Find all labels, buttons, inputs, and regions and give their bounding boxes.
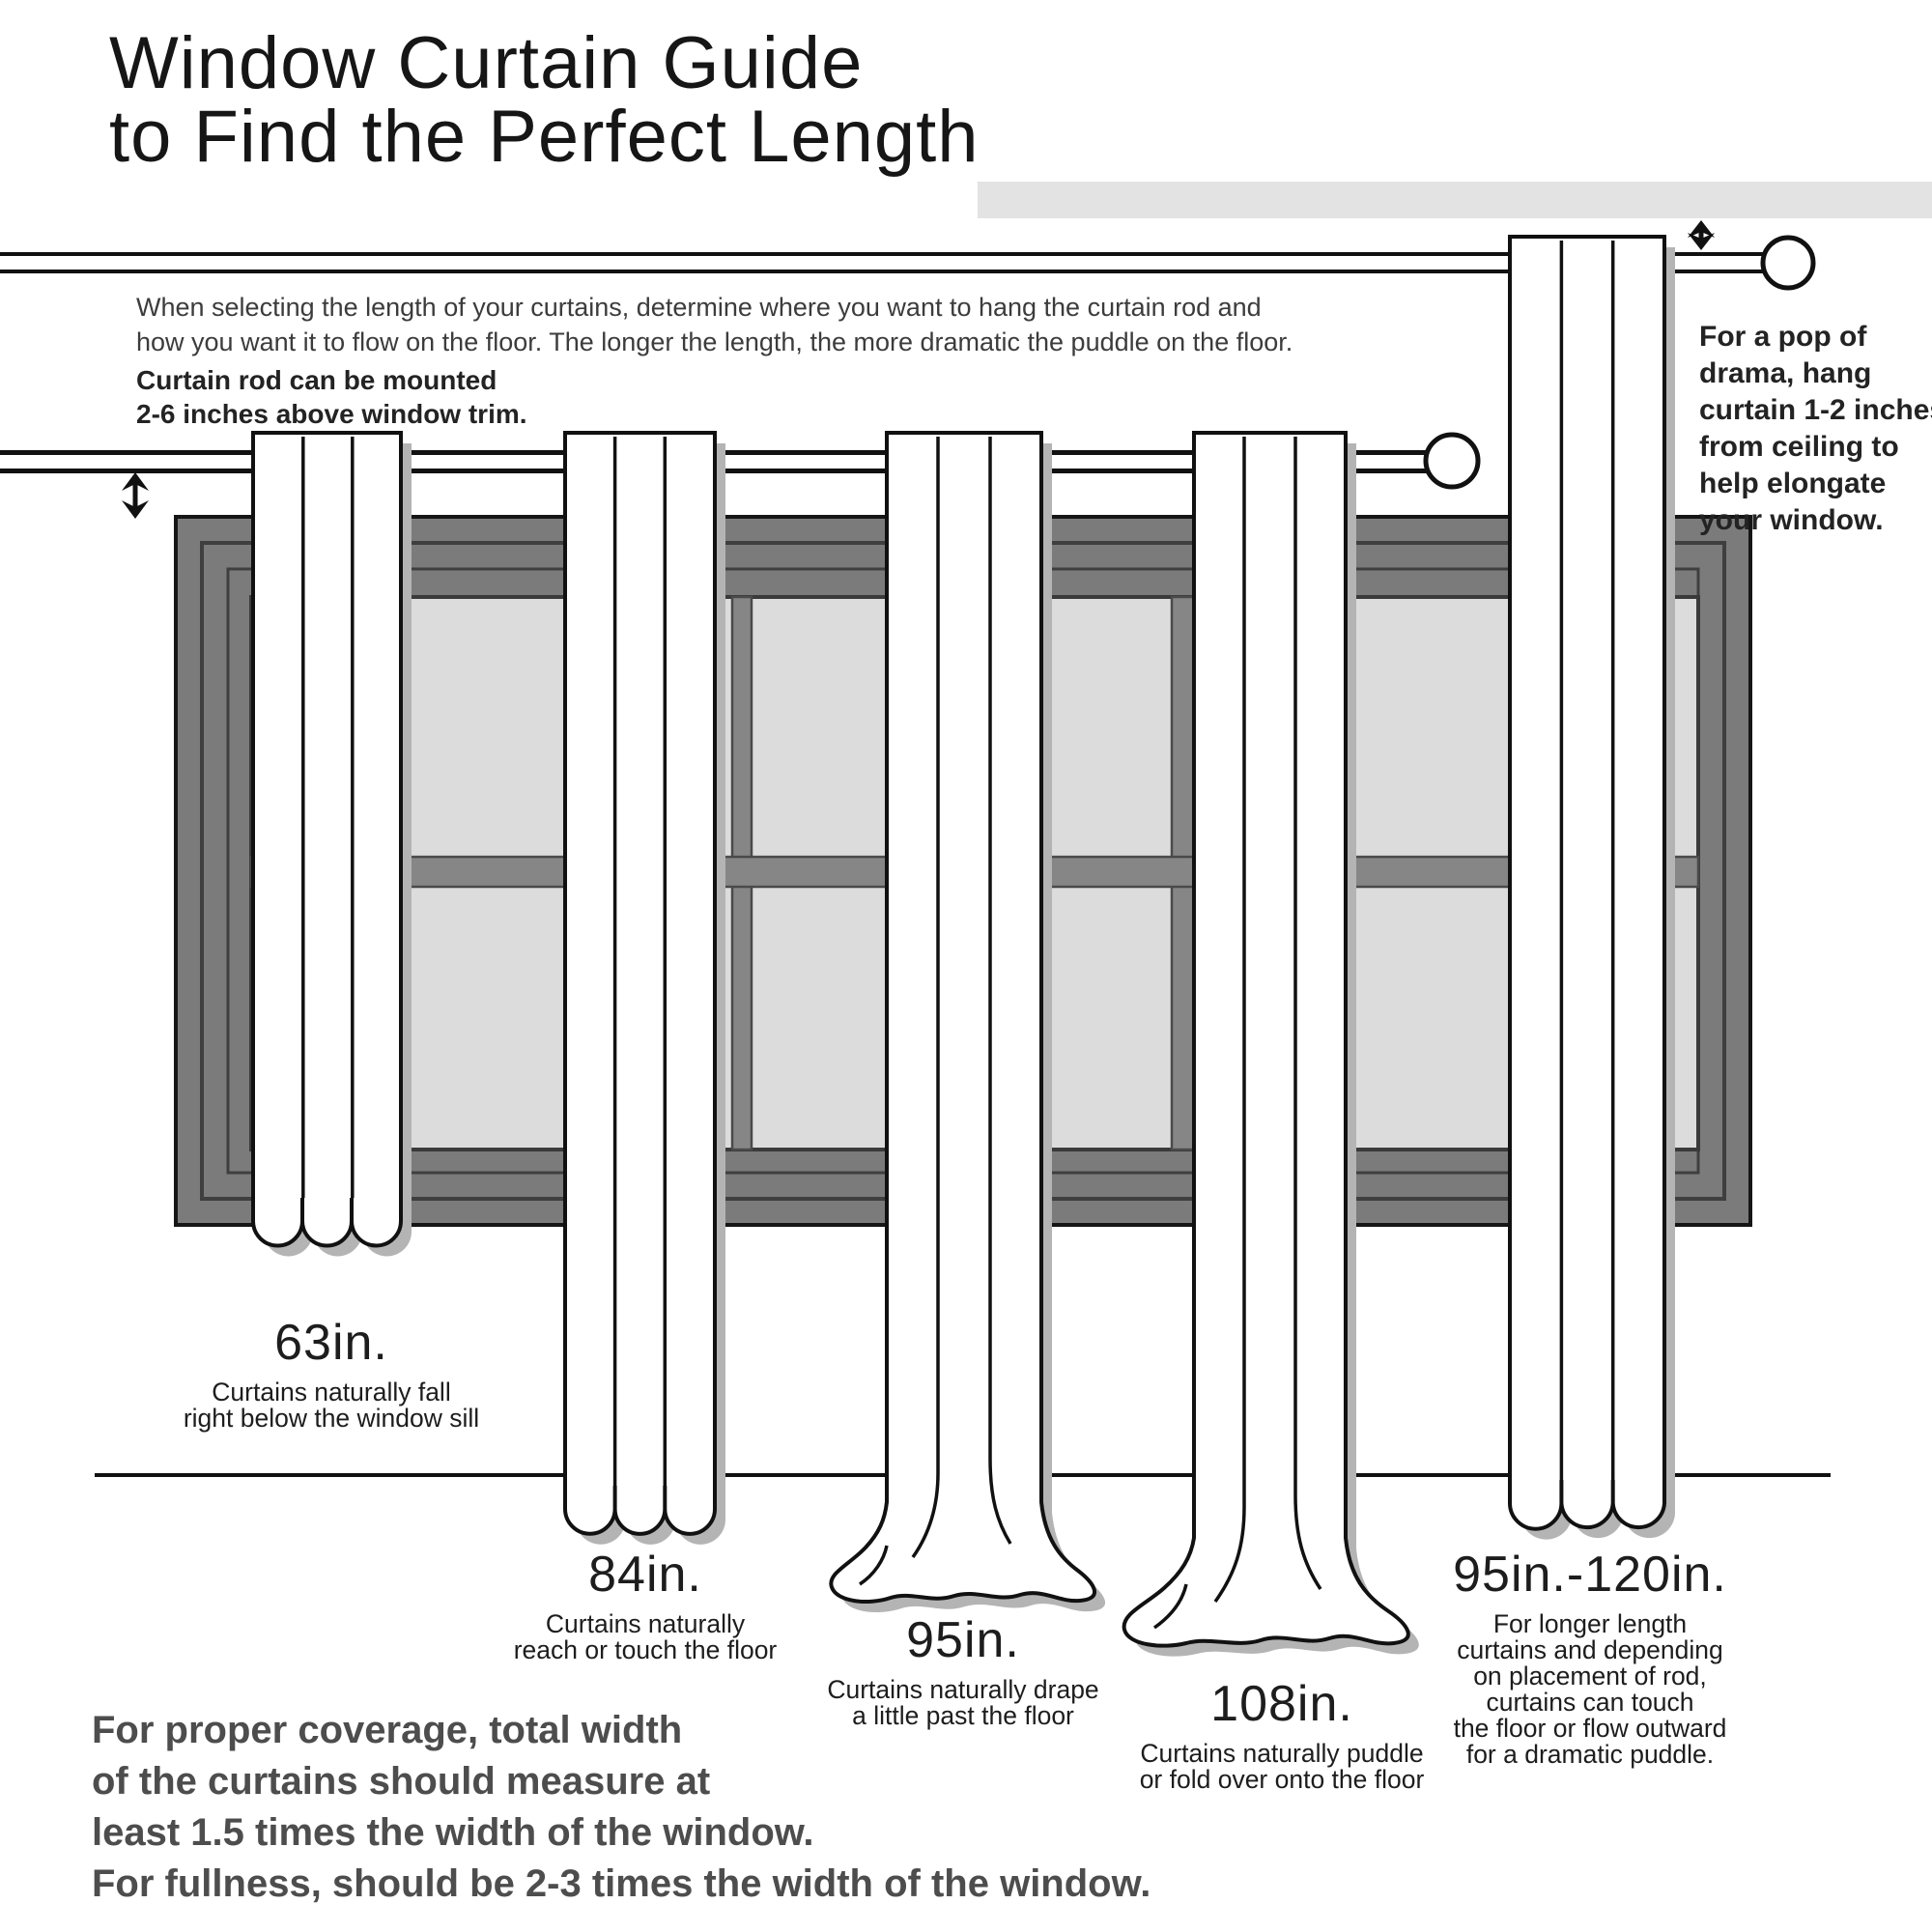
coverage-note: For proper coverage, total width of the … — [92, 1709, 1151, 1905]
label-95in: 95in. Curtains naturally drape a little … — [827, 1611, 1098, 1729]
curtain-size: 95in. — [906, 1612, 1020, 1668]
rod-finial — [1423, 432, 1481, 490]
curtain-84in — [563, 431, 725, 1545]
curtain-desc: Curtains naturally drape a little past t… — [827, 1675, 1099, 1730]
page-title: Window Curtain Guide to Find the Perfect… — [109, 27, 980, 174]
rod-finial — [1760, 235, 1816, 291]
label-63in: 63in. Curtains naturally fall right belo… — [184, 1314, 479, 1432]
ceiling-gap-arrow-icon — [1688, 220, 1715, 250]
curtain-95in-120in — [1507, 235, 1675, 1540]
curtain-95in — [829, 431, 1106, 1613]
mount-height-arrow-icon — [122, 472, 149, 519]
curtain-size: 63in. — [274, 1315, 388, 1371]
title-line-1: Window Curtain Guide — [109, 22, 864, 104]
ceiling-bar — [978, 182, 1932, 218]
curtain-desc: For longer length curtains and depending… — [1453, 1609, 1727, 1769]
label-95in-120in: 95in.-120in. For longer length curtains … — [1453, 1546, 1727, 1768]
rod-mount-note: Curtain rod can be mounted 2-6 inches ab… — [136, 365, 527, 429]
title-line-2: to Find the Perfect Length — [109, 96, 980, 178]
curtain-desc: Curtains naturally reach or touch the fl… — [513, 1609, 778, 1664]
label-84in: 84in. Curtains naturally reach or touch … — [514, 1546, 778, 1663]
curtain-108in — [1122, 431, 1419, 1657]
label-108in: 108in. Curtains naturally puddle or fold… — [1140, 1675, 1425, 1793]
curtain-63in — [251, 431, 412, 1257]
intro-paragraph: When selecting the length of your curtai… — [136, 293, 1293, 356]
curtain-desc: Curtains naturally puddle or fold over o… — [1139, 1739, 1425, 1794]
curtain-size: 108in. — [1210, 1676, 1353, 1732]
ceiling-hang-note: For a pop of drama, hang curtain 1-2 inc… — [1699, 321, 1932, 536]
ceiling-curtain-rod — [0, 235, 1816, 291]
curtain-size: 95in.-120in. — [1453, 1547, 1727, 1603]
curtain-desc: Curtains naturally fall right below the … — [183, 1378, 480, 1433]
curtain-size: 84in. — [588, 1547, 702, 1603]
